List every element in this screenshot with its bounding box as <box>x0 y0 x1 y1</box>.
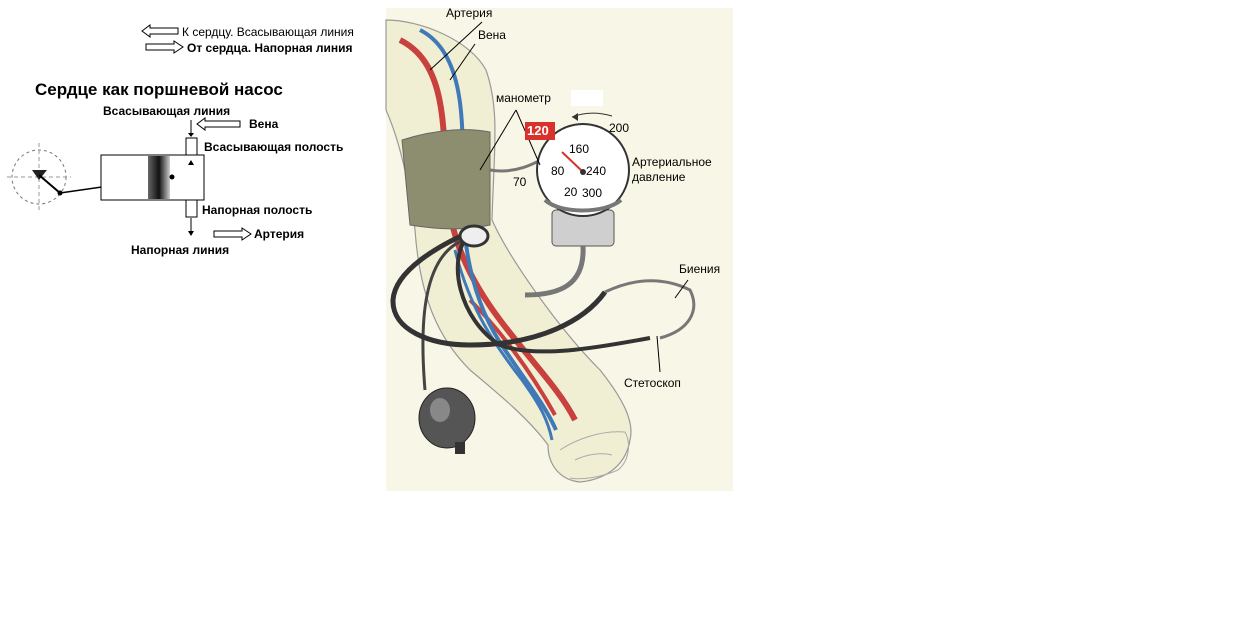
reading-badge <box>525 122 555 140</box>
dial-tick-300: 300 <box>582 186 603 200</box>
arterial-pressure-label-line1: Артериальное <box>632 155 712 169</box>
dial-tick-70: 70 <box>513 175 527 189</box>
arm-illustration <box>385 19 696 483</box>
arm-artery-label: Артерия <box>446 6 493 20</box>
suction-line-label: Всасывающая линия <box>103 104 231 118</box>
reading-value: 120 <box>527 123 549 138</box>
from-heart-arrow-icon <box>145 40 184 54</box>
legend-to-heart: К сердцу. Всасывающая линия <box>182 25 354 39</box>
dial-tick-240: 240 <box>586 164 607 178</box>
dial-tick-160: 160 <box>569 142 590 156</box>
vein-arrow-icon <box>196 117 241 131</box>
stethoscope-label: Стетоскоп <box>624 376 681 390</box>
pump-cylinder <box>100 154 205 201</box>
crank-wheel-icon <box>7 143 71 212</box>
beats-label: Биения <box>679 262 721 276</box>
arterial-pressure-label-line2: давление <box>632 170 686 184</box>
pump-title: Сердце как поршневой насос <box>35 80 283 99</box>
legend-from-heart: От сердца. Напорная линия <box>187 41 353 55</box>
dial-tick-200: 200 <box>609 121 630 135</box>
pressure-line-label: Напорная линия <box>131 243 230 257</box>
arm-vein-label: Вена <box>478 28 506 42</box>
dial-tick-20: 20 <box>564 185 578 199</box>
artery-arrow-icon <box>213 227 252 241</box>
dial-tick-80: 80 <box>551 164 565 178</box>
pressure-cavity-label: Напорная полость <box>202 203 313 217</box>
artery-label: Артерия <box>254 227 305 241</box>
suction-valve <box>185 120 198 165</box>
to-heart-arrow-icon <box>141 24 179 38</box>
blank-label-box <box>571 90 603 106</box>
pressure-valve <box>185 199 198 236</box>
vein-label: Вена <box>249 117 279 131</box>
suction-cavity-label: Всасывающая полость <box>204 140 344 154</box>
manometer-label: манометр <box>496 91 551 105</box>
